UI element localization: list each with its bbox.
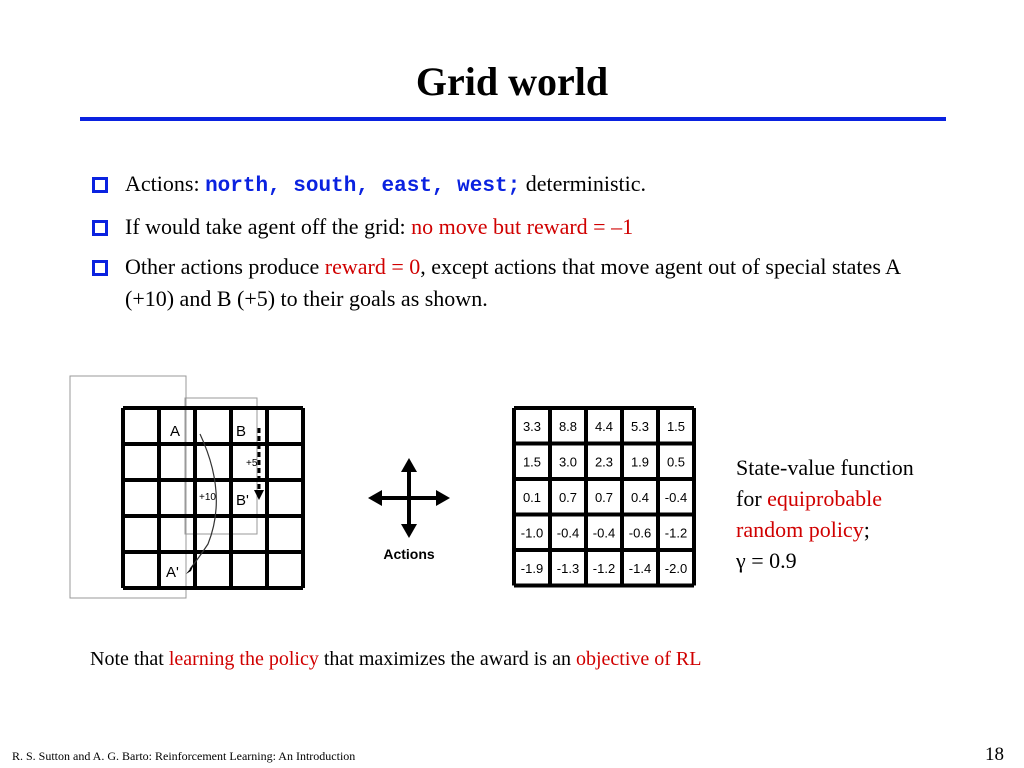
- arrow-right-icon: [436, 490, 450, 506]
- action-east: east: [381, 175, 432, 198]
- footer-citation: R. S. Sutton and A. G. Barto: Reinforcem…: [12, 749, 356, 763]
- caption-line2-red: equiprobable: [767, 486, 883, 511]
- value-cell: 0.4: [631, 490, 649, 505]
- value-cell: -0.4: [557, 525, 579, 540]
- value-cell: -1.4: [629, 561, 651, 576]
- bullet-off-grid-text: If would take agent off the grid:: [125, 214, 412, 239]
- actions-label: Actions: [383, 546, 435, 562]
- bullet-actions-suffix: deterministic.: [520, 171, 647, 196]
- note-red2: objective of RL: [575, 648, 702, 670]
- value-cell: 8.8: [559, 419, 577, 434]
- label-b-prime: B': [236, 492, 249, 509]
- bullet-other-prefix: Other actions produce: [125, 254, 325, 279]
- value-cell: 0.7: [559, 490, 577, 505]
- caption-line1: State-value function: [736, 455, 914, 480]
- bullet-off-grid: If would take agent off the grid: no mov…: [88, 211, 948, 243]
- label-b: B: [236, 423, 246, 440]
- value-cell: -0.4: [593, 525, 615, 540]
- value-cell: -1.3: [557, 561, 579, 576]
- arrow-left-icon: [368, 490, 382, 506]
- value-cell: 4.4: [595, 419, 613, 434]
- caption-line3-suffix: ;: [863, 517, 870, 542]
- bullet-other-red: reward = 0: [324, 254, 421, 279]
- value-cell: -1.2: [665, 525, 687, 540]
- note-prefix: Note that: [90, 648, 169, 670]
- value-cell: 0.1: [523, 490, 541, 505]
- value-cell: 0.7: [595, 490, 613, 505]
- value-cell: 3.3: [523, 419, 541, 434]
- bullet-other-actions: Other actions produce reward = 0, except…: [88, 251, 948, 315]
- value-cell: -0.6: [629, 525, 651, 540]
- arrow-down-icon: [401, 524, 417, 538]
- value-cell: -1.0: [521, 525, 543, 540]
- note-red1: learning the policy: [168, 648, 319, 670]
- value-cell: 0.5: [667, 454, 685, 469]
- bullet-square-icon: [92, 177, 108, 193]
- value-grid: 3.3 8.8 4.4 5.3 1.5 1.5 3.0 2.3 1.9 0.5 0.1 0.7 0.7 0…: [512, 406, 696, 588]
- bullet-list: Actions: north, south, east, west; deter…: [88, 168, 948, 323]
- caption-line2-prefix: for: [736, 486, 768, 511]
- label-plus5: +5: [246, 458, 258, 469]
- action-north: north: [205, 175, 269, 198]
- value-cell: 1.5: [667, 419, 685, 434]
- label-a: A: [170, 423, 180, 440]
- value-cell: -0.4: [665, 490, 687, 505]
- value-cell: 1.5: [523, 454, 541, 469]
- action-west: west;: [457, 175, 521, 198]
- value-cell: 3.0: [559, 454, 577, 469]
- action-south: south: [293, 175, 357, 198]
- value-cell: 5.3: [631, 419, 649, 434]
- caption-gamma: γ = 0.9: [736, 548, 797, 573]
- note-text: Note that learning the policy that maxim…: [90, 648, 702, 671]
- value-cell: -1.2: [593, 561, 615, 576]
- note-middle: that maximizes the award is an: [318, 648, 576, 670]
- value-cell: -2.0: [665, 561, 687, 576]
- bullet-square-icon: [92, 260, 108, 276]
- arrow-up-icon: [401, 458, 417, 472]
- title-underline: [80, 117, 946, 121]
- bullet-off-grid-red: no move but reward = –1: [411, 214, 634, 239]
- bullet-actions: Actions: north, south, east, west; deter…: [88, 168, 948, 203]
- bullet-square-icon: [92, 220, 108, 236]
- slide-title: Grid world: [415, 59, 609, 104]
- bullet-actions-prefix: Actions:: [125, 171, 206, 196]
- actions-diagram: Actions: [368, 458, 450, 562]
- bullet-other-suffix: , except actions that move agent out of …: [125, 254, 900, 311]
- caption-line3-red: random policy: [736, 517, 864, 542]
- value-function-caption: State-value function for equiprobable ra…: [736, 452, 914, 576]
- grid-world-diagram: A B B' A' +10 +5: [69, 375, 305, 599]
- value-cell: 2.3: [595, 454, 613, 469]
- label-plus10: +10: [199, 492, 216, 503]
- value-cell: 1.9: [631, 454, 649, 469]
- value-cell: -1.9: [521, 561, 543, 576]
- label-a-prime: A': [166, 564, 179, 581]
- page-number: 18: [985, 744, 1004, 765]
